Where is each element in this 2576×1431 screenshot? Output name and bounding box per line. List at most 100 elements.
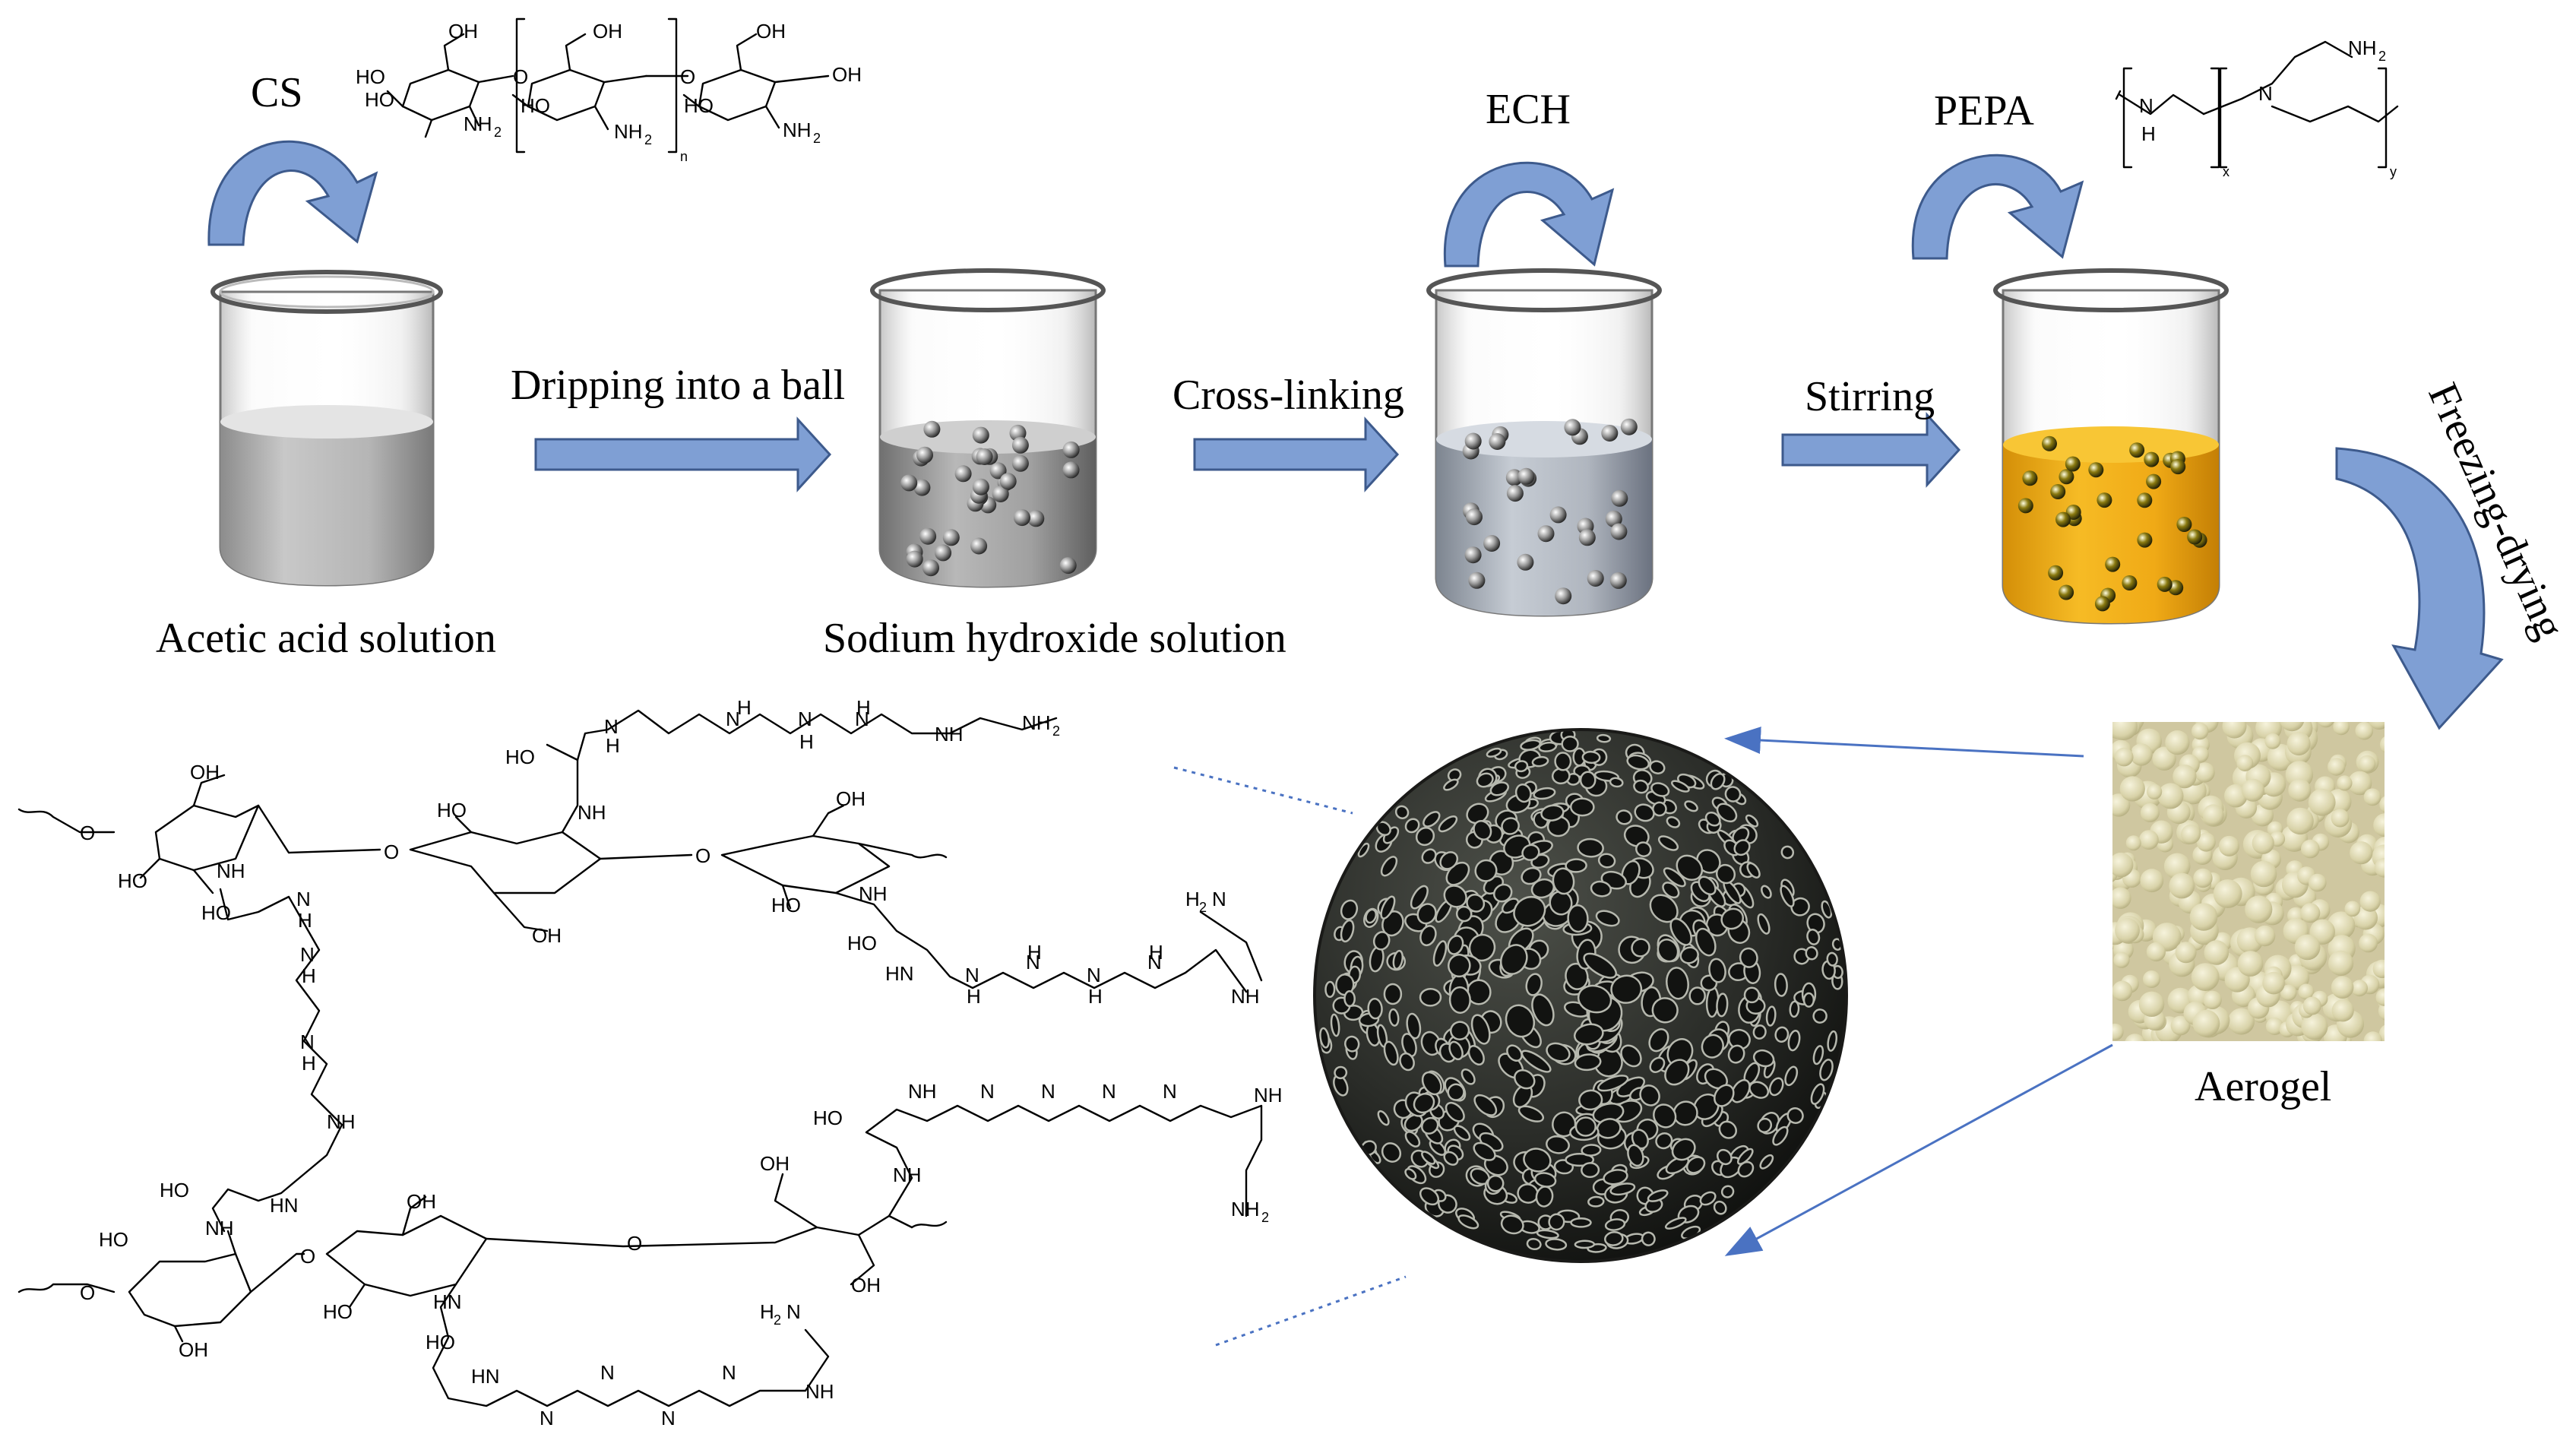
pore xyxy=(1453,1125,1471,1141)
pore xyxy=(1603,1169,1628,1186)
pore xyxy=(1727,1044,1745,1064)
svg-text:NH: NH xyxy=(327,1110,356,1133)
bead xyxy=(1468,571,1486,589)
bead xyxy=(1027,510,1045,527)
svg-text:O: O xyxy=(627,1232,642,1255)
aerogel-label: Aerogel xyxy=(2195,1063,2331,1110)
pore xyxy=(1761,885,1772,899)
pore xyxy=(1715,863,1736,885)
aerogel-bead xyxy=(2373,813,2385,837)
pore xyxy=(1473,1094,1498,1116)
pore xyxy=(1367,997,1383,1020)
pore xyxy=(1810,1083,1825,1105)
aerogel-bead xyxy=(2375,988,2385,1006)
aerogel-bead xyxy=(2125,835,2141,851)
pore xyxy=(1574,1239,1596,1249)
aerogel-bead xyxy=(2191,722,2209,740)
pore xyxy=(1565,1153,1595,1167)
bead xyxy=(2042,435,2057,451)
pore xyxy=(1631,938,1650,958)
bead xyxy=(999,473,1017,490)
aerogel-bead xyxy=(2262,971,2285,995)
pore xyxy=(1716,993,1729,1018)
bead xyxy=(2122,575,2138,590)
pore xyxy=(1676,854,1704,881)
svg-text:2: 2 xyxy=(774,1312,781,1328)
svg-text:OH: OH xyxy=(407,1190,436,1213)
bead xyxy=(992,486,1009,502)
aerogel-bead xyxy=(2236,755,2254,771)
pore xyxy=(1573,1023,1604,1046)
bead xyxy=(2137,492,2153,508)
bead xyxy=(1555,587,1572,605)
svg-text:HO: HO xyxy=(521,94,550,117)
svg-text:HO: HO xyxy=(201,901,231,924)
pore xyxy=(1666,967,1689,1000)
svg-text:OH: OH xyxy=(179,1338,208,1361)
bead xyxy=(2088,462,2104,478)
pore xyxy=(1579,771,1597,790)
svg-text:NH: NH xyxy=(1231,1198,1260,1220)
pore xyxy=(1688,986,1706,1005)
pore xyxy=(1520,739,1541,751)
aerogel-bead xyxy=(2280,722,2304,732)
aerogel-bead xyxy=(2203,990,2222,1010)
beaker-pepa xyxy=(1993,268,2229,625)
pore xyxy=(1720,1185,1735,1198)
pore xyxy=(1812,1008,1828,1024)
aerogel-bead xyxy=(2301,839,2320,859)
pore xyxy=(1648,1028,1669,1053)
pore xyxy=(1581,1162,1600,1179)
bead xyxy=(1609,571,1627,589)
pore xyxy=(1443,778,1459,791)
aerogel-bead xyxy=(2380,736,2385,753)
pore xyxy=(1655,1132,1673,1150)
svg-text:NH: NH xyxy=(464,112,492,135)
pore xyxy=(1787,1030,1801,1052)
svg-text:N: N xyxy=(1147,951,1162,974)
bead xyxy=(913,479,931,496)
aerogel-bead xyxy=(2358,755,2376,773)
bead xyxy=(906,550,923,568)
pore xyxy=(1443,1151,1459,1166)
svg-text:2: 2 xyxy=(644,132,652,147)
aerogel-bead xyxy=(2152,746,2176,771)
beaker-ech xyxy=(1426,268,1662,617)
pore xyxy=(1757,913,1771,935)
svg-text:N: N xyxy=(300,1031,315,1053)
aerogel-bead xyxy=(2331,976,2354,999)
pore xyxy=(1609,777,1624,788)
curved-arrow-pepa xyxy=(1911,154,2084,260)
svg-text:2: 2 xyxy=(2378,49,2386,64)
hydrogel-beads xyxy=(900,420,1080,577)
aerogel-bead xyxy=(2344,901,2361,917)
pore xyxy=(1663,867,1686,888)
pore xyxy=(1421,848,1437,864)
pore xyxy=(1752,1049,1775,1068)
pore xyxy=(1413,1093,1435,1114)
aerogel-bead xyxy=(2242,778,2264,802)
pore xyxy=(1419,987,1442,1007)
pore xyxy=(1736,1148,1754,1165)
pore xyxy=(1514,783,1532,803)
bead xyxy=(1062,441,1080,458)
pore xyxy=(1604,1218,1626,1231)
svg-text:HO: HO xyxy=(118,869,147,892)
aerogel-bead xyxy=(2264,733,2281,749)
pore xyxy=(1757,1117,1773,1133)
aerogel-bead xyxy=(2224,784,2248,808)
pore xyxy=(1684,800,1698,812)
aerogel-bead xyxy=(2165,730,2190,755)
pore xyxy=(1548,1213,1565,1231)
bead xyxy=(2146,473,2162,489)
pore xyxy=(1476,772,1494,788)
pore xyxy=(1578,1089,1603,1111)
bead xyxy=(970,537,988,555)
bead xyxy=(1564,419,1581,436)
pore xyxy=(1501,817,1520,835)
pore xyxy=(1639,1084,1660,1106)
link-arrow-aerogel-to-sphere-top xyxy=(1724,727,2084,758)
pore xyxy=(1670,780,1690,793)
pore xyxy=(1597,1075,1629,1092)
